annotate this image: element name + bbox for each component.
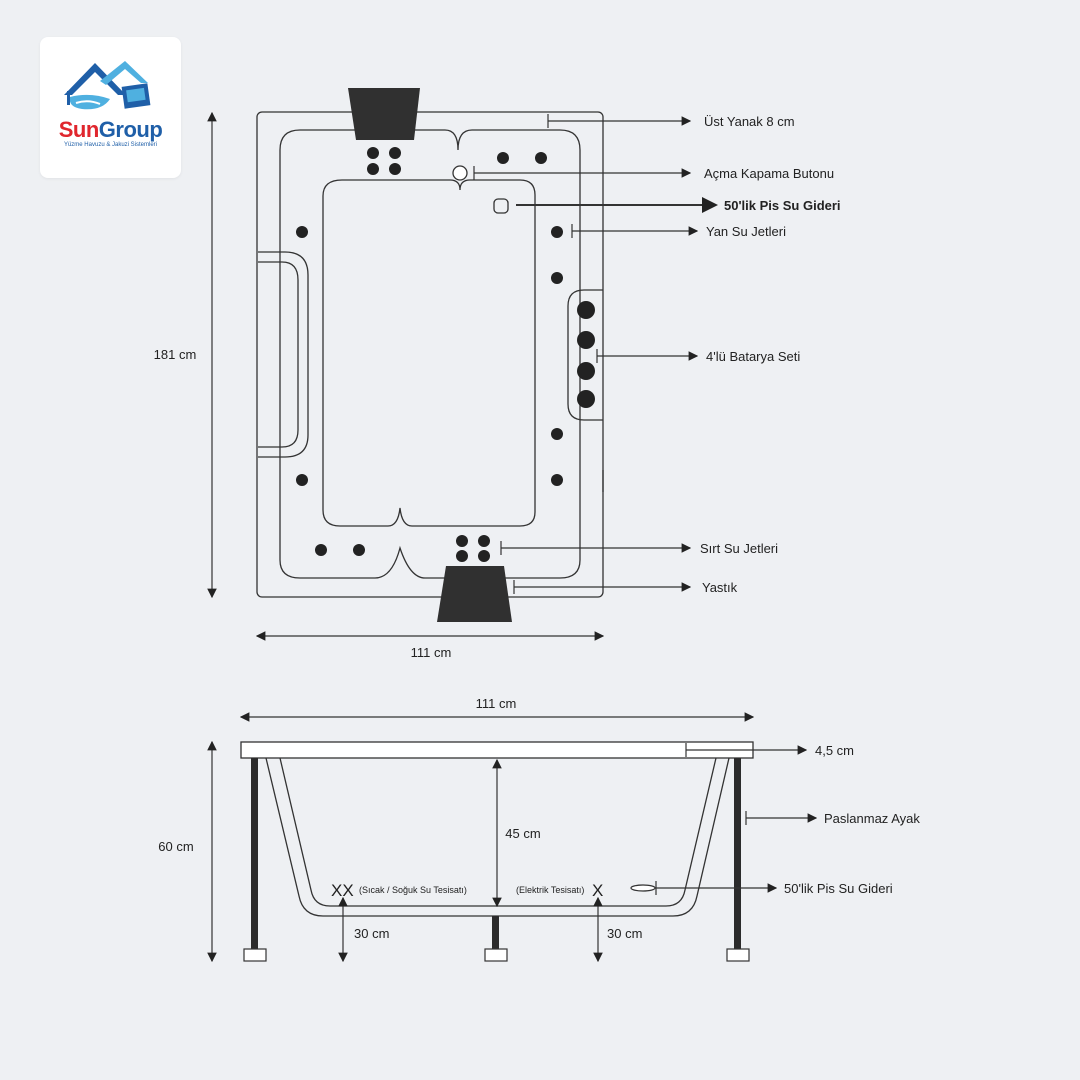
label-ust-yanak: Üst Yanak 8 cm [704, 114, 795, 129]
back-jet-top [389, 163, 401, 175]
bottom-pillow [437, 566, 512, 622]
leg-right [734, 758, 741, 950]
height-label: 181 cm [154, 347, 197, 362]
side-view [240, 741, 754, 962]
drain-icon [493, 198, 509, 214]
brand-part-sun: Sun [58, 117, 100, 142]
jets-group [296, 147, 595, 562]
foot-center [484, 948, 508, 962]
label-acma-kapama: Açma Kapama Butonu [704, 166, 834, 181]
battery-tap [577, 331, 595, 349]
label-pis-su-top: 50'lik Pis Su Gideri [724, 198, 841, 213]
back-jet-bottom [456, 550, 468, 562]
logo-card: SunGroup Yüzme Havuzu & Jakuzi Sistemler… [40, 37, 181, 178]
leg-center [492, 916, 499, 950]
brand-name: SunGroup [40, 117, 181, 143]
left-handle-inner [258, 261, 299, 448]
side-drain-label: 50'lik Pis Su Gideri [784, 881, 893, 896]
back-jet-top [367, 147, 379, 159]
side-jet [497, 152, 509, 164]
side-jet [296, 474, 308, 486]
water-install-label: (Sıcak / Soğuk Su Tesisatı) [359, 885, 467, 895]
width-label: 111 cm [411, 645, 452, 660]
rim-label: 4,5 cm [815, 743, 854, 758]
on-off-button-icon [452, 165, 468, 181]
inner-depth-label: 45 cm [505, 826, 540, 841]
label-yastik: Yastık [702, 580, 738, 595]
foot-right [726, 948, 750, 962]
brand-part-group: Group [98, 117, 163, 142]
leg-label: Paslanmaz Ayak [824, 811, 920, 826]
side-height-label: 60 cm [158, 839, 193, 854]
brand-tagline: Yüzme Havuzu & Jakuzi Sistemleri [63, 142, 158, 148]
battery-panel [567, 289, 603, 421]
tub-outer-basin [279, 129, 581, 579]
battery-tap [577, 301, 595, 319]
top-view [256, 111, 604, 598]
back-jet-bottom [478, 550, 490, 562]
back-jet-bottom [456, 535, 468, 547]
label-batarya: 4'lü Batarya Seti [706, 349, 800, 364]
battery-tap [577, 362, 595, 380]
top-pillow [348, 88, 420, 140]
battery-tap [577, 390, 595, 408]
side-width-label: 111 cm [476, 696, 517, 711]
right-offset-label: 30 cm [607, 926, 642, 941]
back-jet-top [367, 163, 379, 175]
left-offset-label: 30 cm [354, 926, 389, 941]
side-jet [535, 152, 547, 164]
side-jet [551, 474, 563, 486]
side-drain-icon [630, 884, 656, 892]
side-jet [551, 428, 563, 440]
leg-left [251, 758, 258, 950]
electric-install-label: (Elektrik Tesisatı) [516, 885, 584, 895]
label-yan-su-jetleri: Yan Su Jetleri [706, 224, 786, 239]
water-install-mark: XX [331, 881, 354, 900]
back-jet-bottom [478, 535, 490, 547]
side-jet [551, 226, 563, 238]
foot-left [243, 948, 267, 962]
side-jet [353, 544, 365, 556]
side-jet [296, 226, 308, 238]
side-jet [315, 544, 327, 556]
tub-outer-rim [256, 111, 604, 598]
house-pool-logo-icon [64, 61, 151, 110]
back-jet-top [389, 147, 401, 159]
tub-inner-seat [322, 179, 536, 527]
label-sirt-su-jetleri: Sırt Su Jetleri [700, 541, 778, 556]
left-handle-outer [258, 251, 309, 458]
side-jet [551, 272, 563, 284]
side-rim [240, 741, 754, 759]
electric-install-mark: X [592, 881, 603, 900]
